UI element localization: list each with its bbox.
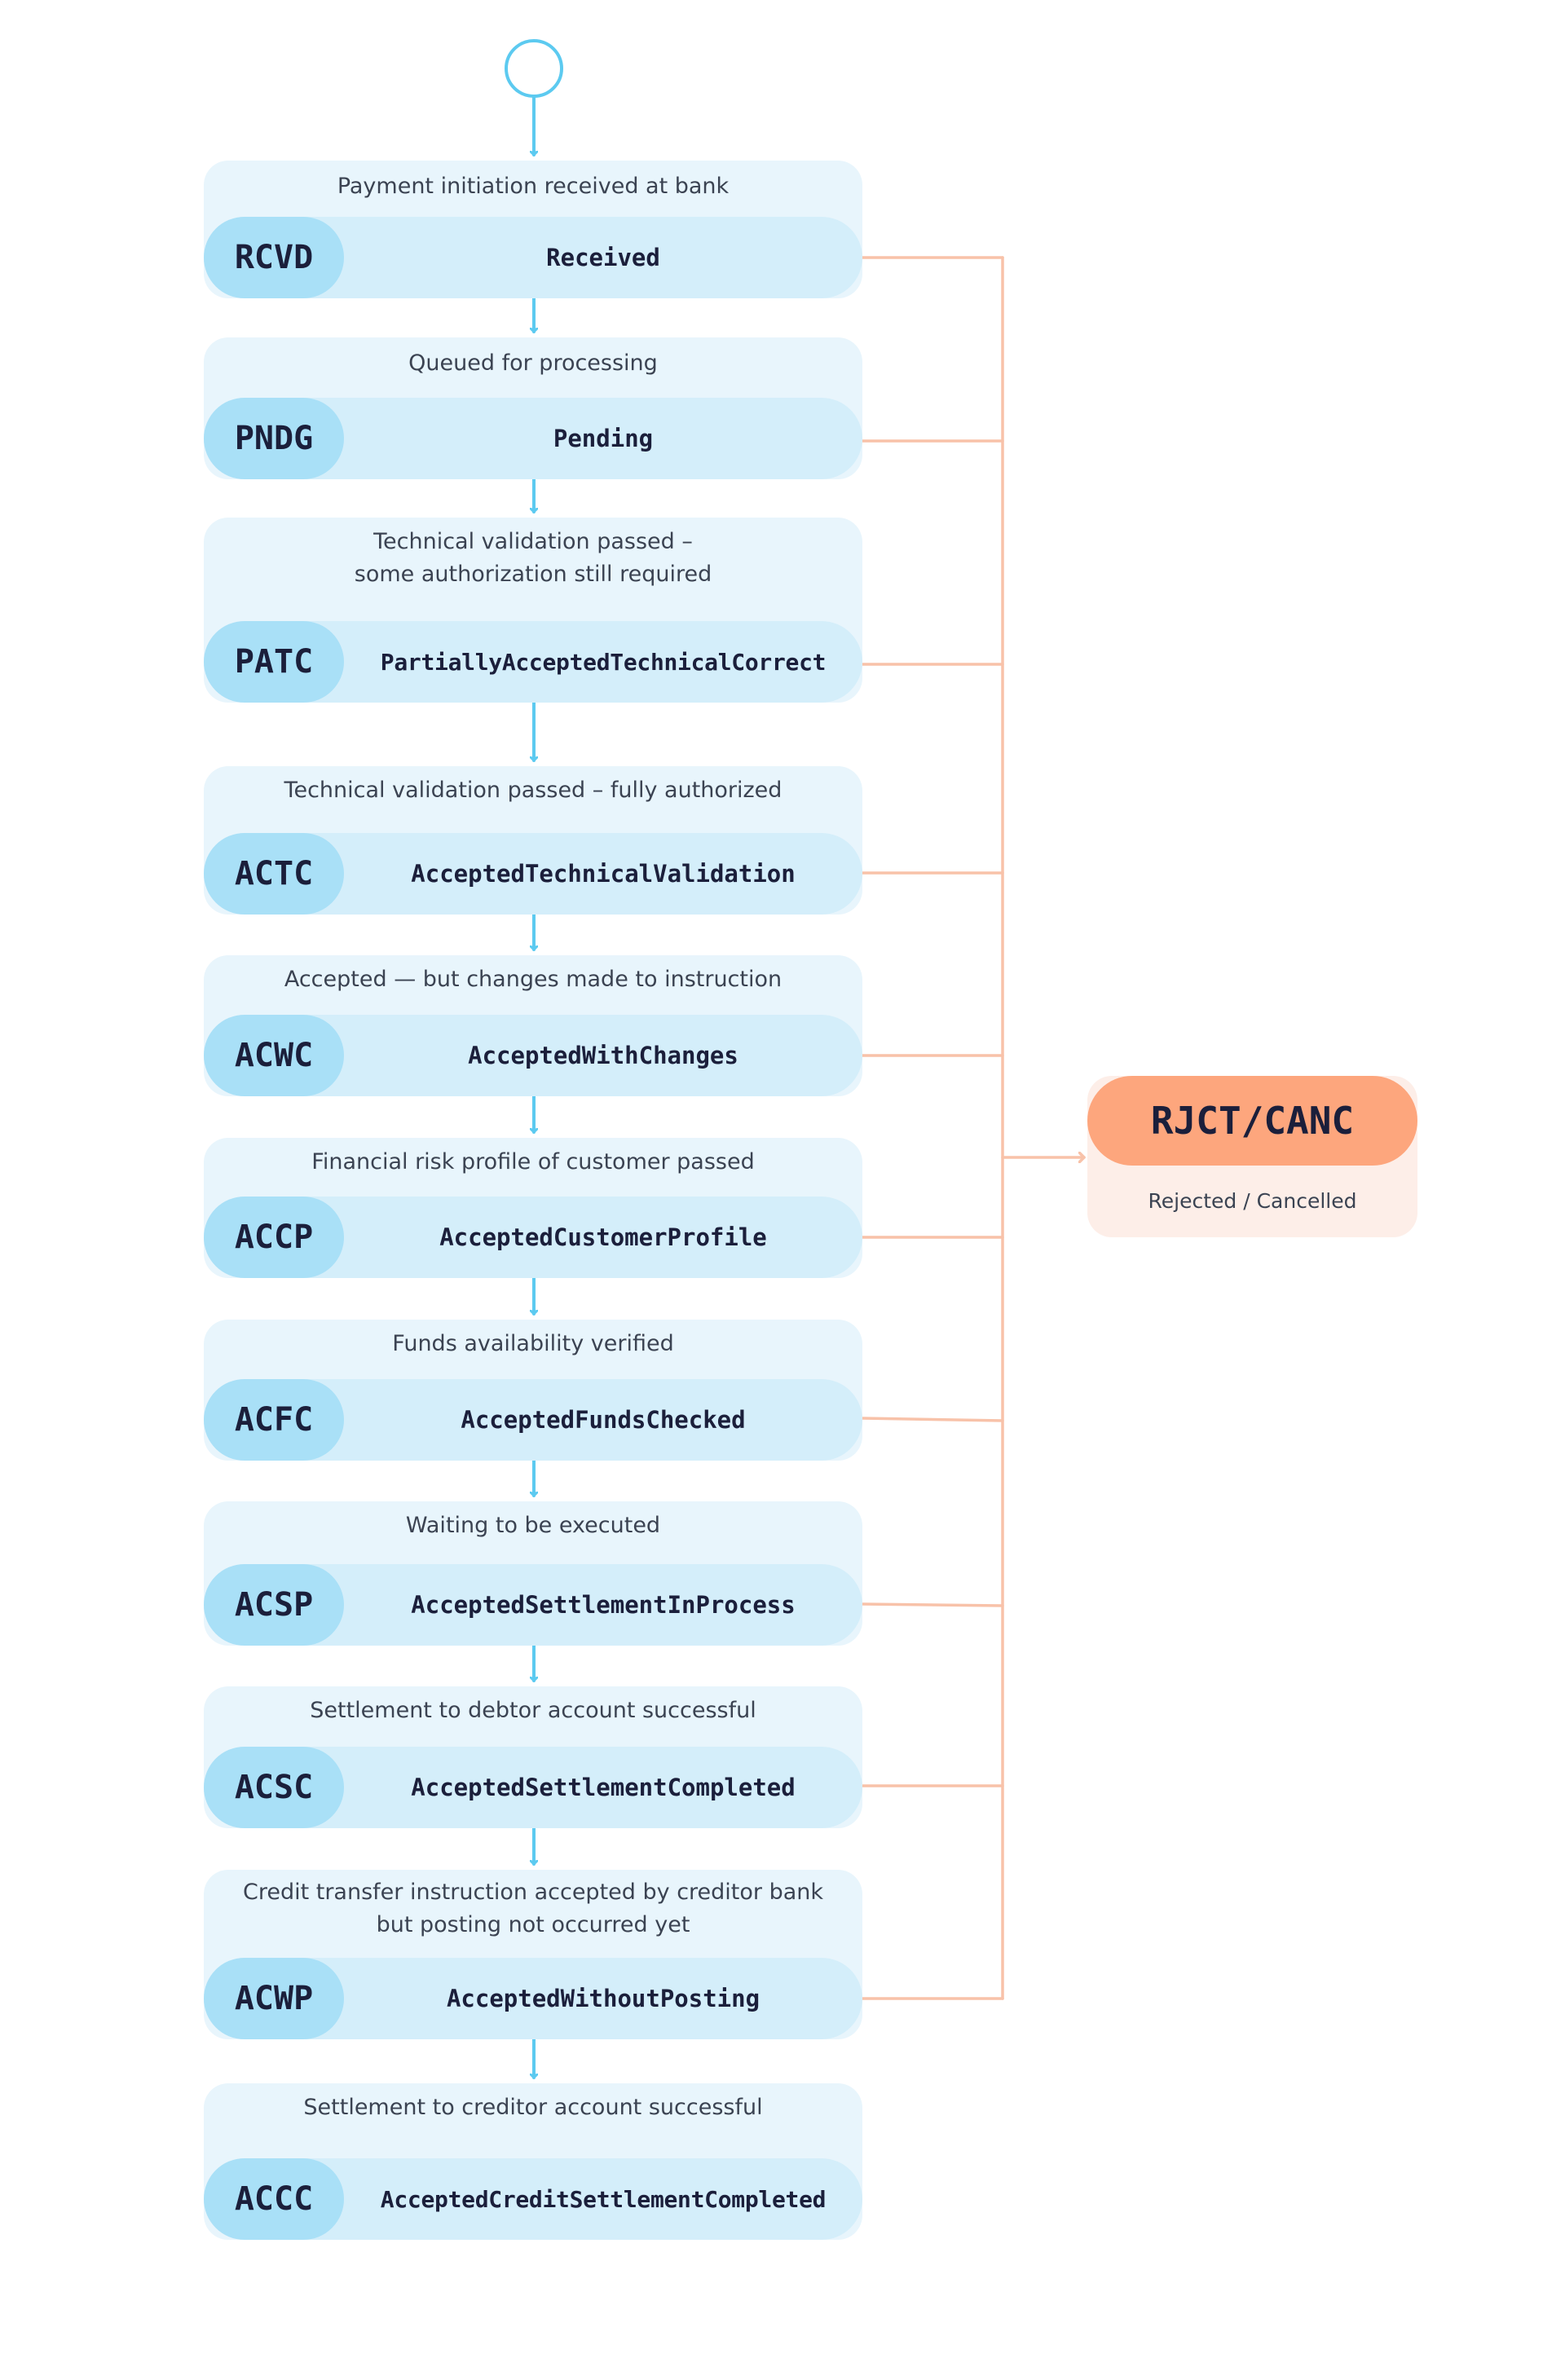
- status-code: ACFC: [204, 1379, 344, 1461]
- status-code: ACCC: [204, 2158, 344, 2240]
- reject-branch-line: [861, 1417, 1004, 1422]
- stage-actc: Technical validation passed – fully auth…: [204, 766, 862, 915]
- stage-accp: Financial risk profile of customer passe…: [204, 1138, 862, 1278]
- start-node: [505, 39, 563, 98]
- stage-bar: ACCP AcceptedCustomerProfile: [204, 1197, 862, 1278]
- stage-bar: ACWP AcceptedWithoutPosting: [204, 1958, 862, 2039]
- status-name: AcceptedCustomerProfile: [439, 1223, 767, 1251]
- stage-description: Funds availability verified: [392, 1331, 674, 1356]
- status-code: PNDG: [204, 398, 344, 479]
- stage-bar: ACFC AcceptedFundsChecked: [204, 1379, 862, 1461]
- reject-status-code: RJCT/CANC: [1087, 1076, 1417, 1166]
- status-code: ACTC: [204, 833, 344, 915]
- status-name: AcceptedTechnicalValidation: [411, 860, 796, 888]
- stage-acsp: Waiting to be executed ACSP AcceptedSett…: [204, 1501, 862, 1646]
- stage-bar: PATC PartiallyAcceptedTechnicalCorrect: [204, 621, 862, 703]
- status-code: RCVD: [204, 217, 344, 298]
- status-code: PATC: [204, 621, 344, 703]
- stage-description: Payment initiation received at bank: [337, 174, 730, 199]
- stage-acfc: Funds availability verified ACFC Accepte…: [204, 1320, 862, 1461]
- status-name: AcceptedSettlementInProcess: [411, 1591, 796, 1619]
- status-code: ACCP: [204, 1197, 344, 1278]
- stage-bar: ACSC AcceptedSettlementCompleted: [204, 1747, 862, 1828]
- stage-description: Waiting to be executed: [405, 1513, 661, 1538]
- stage-acsc: Settlement to debtor account successful …: [204, 1686, 862, 1828]
- stage-description: Accepted — but changes made to instructi…: [284, 967, 782, 992]
- status-name: AcceptedCreditSettlementCompleted: [380, 2185, 827, 2213]
- status-name: Pending: [553, 425, 654, 452]
- status-name: AcceptedSettlementCompleted: [411, 1774, 796, 1801]
- stage-description: Credit transfer instruction accepted by …: [242, 1880, 824, 1937]
- stage-description: Financial risk profile of customer passe…: [311, 1149, 755, 1175]
- reject-node: RJCT/CANC Rejected / Cancelled: [1087, 1076, 1417, 1237]
- stage-description: Queued for processing: [408, 350, 658, 376]
- stage-bar: ACTC AcceptedTechnicalValidation: [204, 833, 862, 915]
- stage-description: Technical validation passed – fully auth…: [284, 778, 782, 803]
- stage-description: Technical validation passed – some autho…: [354, 529, 712, 587]
- reject-branch-line: [861, 1602, 1004, 1607]
- stage-pndg: Queued for processing PNDG Pending: [204, 337, 862, 479]
- stage-bar: ACWC AcceptedWithChanges: [204, 1015, 862, 1096]
- stage-bar: ACCC AcceptedCreditSettlementCompleted: [204, 2158, 862, 2240]
- stage-bar: PNDG Pending: [204, 398, 862, 479]
- stage-bar: RCVD Received: [204, 217, 862, 298]
- stage-accc: Settlement to creditor account successfu…: [204, 2083, 862, 2240]
- status-name: AcceptedFundsChecked: [461, 1406, 746, 1434]
- status-name: AcceptedWithoutPosting: [446, 1985, 760, 2012]
- status-name: PartiallyAcceptedTechnicalCorrect: [380, 648, 827, 676]
- stage-description: Settlement to creditor account successfu…: [303, 2095, 763, 2120]
- status-code: ACSC: [204, 1747, 344, 1828]
- status-code: ACWC: [204, 1015, 344, 1096]
- reject-status-label: Rejected / Cancelled: [1148, 1189, 1357, 1213]
- stage-patc: Technical validation passed – some autho…: [204, 518, 862, 703]
- stage-bar: ACSP AcceptedSettlementInProcess: [204, 1564, 862, 1646]
- status-code: ACWP: [204, 1958, 344, 2039]
- status-name: AcceptedWithChanges: [468, 1042, 738, 1069]
- stage-description: Settlement to debtor account successful: [310, 1698, 756, 1723]
- stage-rcvd: Payment initiation received at bank RCVD…: [204, 161, 862, 298]
- stage-acwp: Credit transfer instruction accepted by …: [204, 1870, 862, 2039]
- status-code: ACSP: [204, 1564, 344, 1646]
- status-name: Received: [546, 244, 660, 271]
- stage-acwc: Accepted — but changes made to instructi…: [204, 955, 862, 1096]
